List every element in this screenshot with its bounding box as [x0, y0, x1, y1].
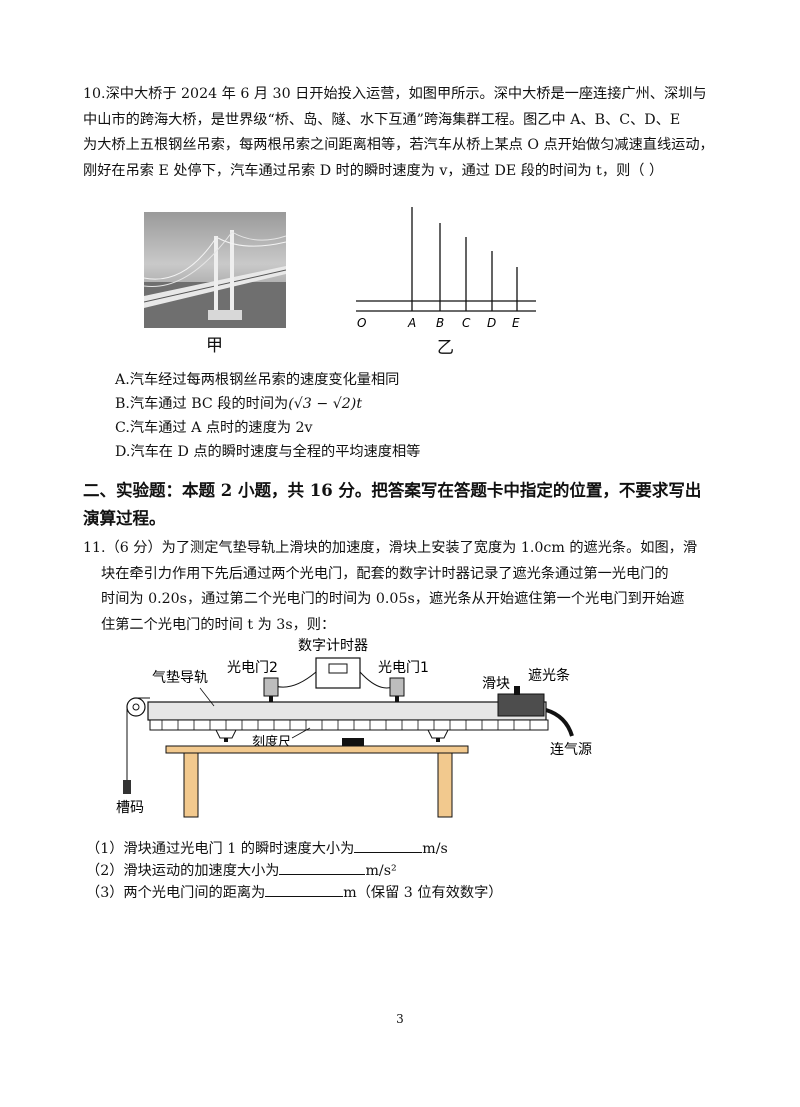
gate-2-label: 光电门2: [227, 660, 278, 676]
sub-1-text: （1）滑块通过光电门 1 的瞬时速度大小为: [86, 841, 355, 857]
q10-line-1: 10.深中大桥于 2024 年 6 月 30 日开始投入运营，如图甲所示。深中大…: [83, 86, 707, 102]
label-e: E: [512, 316, 520, 330]
gate-1-label: 光电门1: [378, 660, 429, 676]
section-2-heading: 二、实验题：本题 2 小题，共 16 分。把答案写在答题卡中指定的位置，不要求写…: [83, 477, 733, 533]
sub-question-2: （2）滑块运动的加速度大小为 m/s²: [86, 859, 397, 883]
slider-block: [497, 693, 545, 717]
label-c: C: [462, 316, 471, 330]
q10-line-4: 刚好在吊索 E 处停下，汽车通过吊索 D 时的瞬时速度为 v，通过 DE 段的时…: [83, 162, 664, 179]
scale-ruler: [149, 719, 549, 731]
strip-label: 遮光条: [528, 667, 570, 684]
photo-caption: 甲: [206, 336, 223, 356]
photogate-2: [263, 677, 279, 697]
answer-blank-3[interactable]: [265, 882, 344, 897]
q10-line-3: 为大桥上五根钢丝吊索，每两根吊索之间距离相等，若汽车从桥上某点 O 点开始做匀减…: [83, 137, 714, 153]
cable-diagram: O A B C D E: [356, 207, 536, 330]
sub-question-3: （3）两个光电门间的距离为 m（保留 3 位有效数字）: [86, 881, 502, 905]
track-label: 气垫导轨: [152, 670, 208, 686]
sub-3-text: （3）两个光电门间的距离为: [86, 885, 266, 901]
q11-line-4: 住第二个光电门的时间 t 为 3s，则：: [101, 616, 336, 633]
weight-label: 槽码: [116, 800, 144, 816]
q11-line-1: 11.（6 分）为了测定气垫导轨上滑块的加速度，滑块上安装了宽度为 1.0cm …: [83, 540, 698, 556]
option-d: D.汽车在 D 点的瞬时速度与全程的平均速度相等: [115, 444, 421, 460]
table-top: [165, 745, 469, 754]
option-c: C.汽车通过 A 点时的速度为 2v: [115, 420, 313, 436]
air-track: [147, 701, 547, 721]
light-strip: [514, 686, 520, 695]
answer-blank-1[interactable]: [354, 838, 423, 853]
diagram-caption: 乙: [437, 338, 454, 358]
sub-2-unit: m/s²: [365, 863, 397, 879]
label-a: A: [407, 316, 416, 330]
q11-line-3: 时间为 0.20s，通过第二个光电门的时间为 0.05s，遮光条从开始遮住第一个…: [101, 591, 685, 607]
table-leg-left: [183, 752, 199, 818]
label-o: O: [357, 316, 366, 330]
q10-line-2: 中山市的跨海大桥，是世界级“桥、岛、隧、水下互通”跨海集群工程。图乙中 A、B、…: [83, 111, 681, 128]
option-b: B.汽车通过 BC 段的时间为(√3 − √2)t: [115, 392, 362, 416]
page-number: 3: [396, 1012, 404, 1026]
timer-display: [328, 663, 348, 674]
sub-2-text: （2）滑块运动的加速度大小为: [86, 863, 280, 879]
bridge-photo: [144, 212, 286, 328]
timer-label: 数字计时器: [298, 638, 368, 654]
option-a: A.汽车经过每两根钢丝吊索的速度变化量相同: [115, 372, 400, 388]
photogate-1: [389, 677, 405, 697]
sub-1-unit: m/s: [422, 841, 448, 857]
label-b: B: [436, 316, 444, 330]
air-hose: [545, 708, 574, 737]
level-adjuster: [342, 738, 364, 746]
label-d: D: [487, 316, 496, 330]
sub-3-suffix: m（保留 3 位有效数字）: [343, 885, 503, 901]
option-b-formula: (√3 − √2)t: [288, 396, 363, 412]
question-10-text: 10.深中大桥于 2024 年 6 月 30 日开始投入运营，如图甲所示。深中大…: [83, 82, 723, 184]
q11-line-2: 块在牵引力作用下先后通过两个光电门，配套的数字计时器记录了遮光条通过第一光电门的: [101, 565, 669, 582]
section-2-line-2: 演算过程。: [83, 509, 166, 528]
slider-label: 滑块: [482, 675, 510, 692]
air-track-apparatus: 数字计时器 光电门2 光电门1 气垫导轨 刻度尺 滑块 遮光条 连气源: [116, 638, 592, 818]
question-11-text: 11.（6 分）为了测定气垫导轨上滑块的加速度，滑块上安装了宽度为 1.0cm …: [83, 536, 723, 638]
option-b-text: B.汽车通过 BC 段的时间为: [115, 396, 289, 412]
air-label: 连气源: [550, 742, 592, 758]
section-2-line-1: 二、实验题：本题 2 小题，共 16 分。把答案写在答题卡中指定的位置，不要求写…: [83, 481, 702, 500]
hanging-weight: [123, 780, 131, 794]
answer-blank-2[interactable]: [279, 860, 366, 875]
sub-question-1: （1）滑块通过光电门 1 的瞬时速度大小为 m/s: [86, 837, 448, 861]
table-leg-right: [437, 752, 453, 818]
